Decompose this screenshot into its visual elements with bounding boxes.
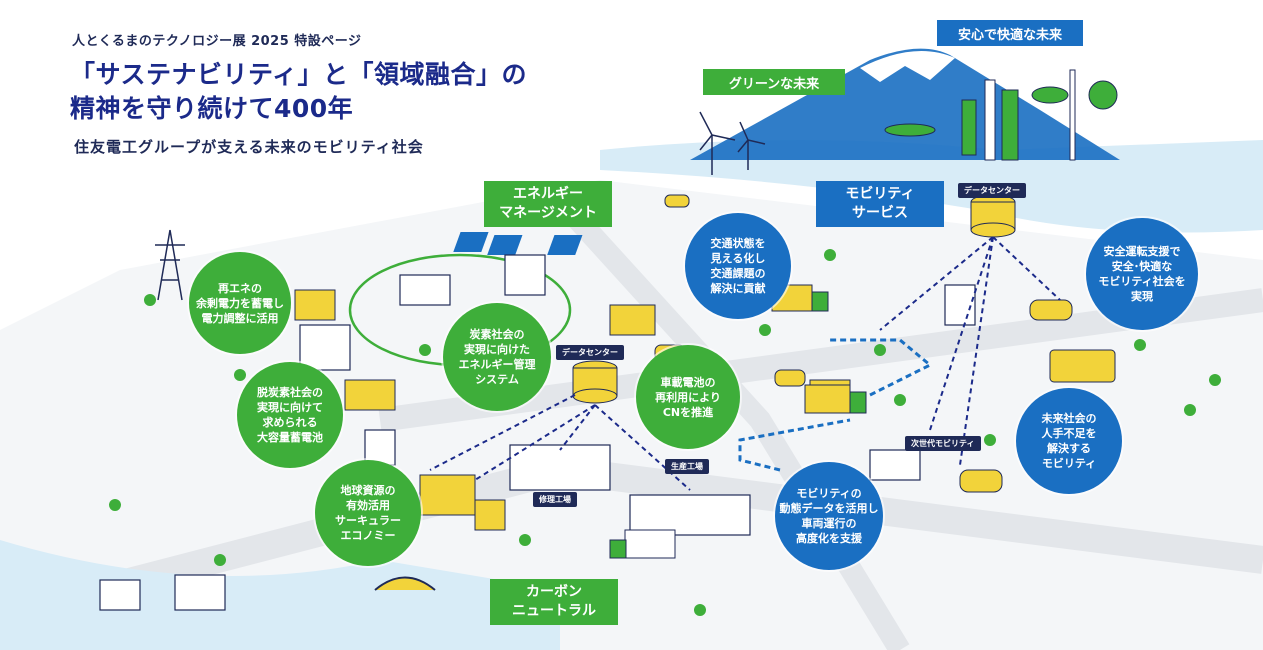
tag-production-plant: 生産工場 [665,459,709,474]
circle-labor-shortage[interactable]: 未来社会の 人手不足を 解決する モビリティ [1016,388,1122,494]
data-center-2 [970,194,1016,238]
data-center-1 [572,360,618,404]
river [0,540,560,650]
wind-turbines [699,111,766,175]
buildings [99,254,976,611]
label-safe-future-text: 安心で快適な未来 [957,27,1062,43]
header-subtitle: 人とくるまのテクノロジー展 2025 特設ページ [72,34,362,49]
label-carbon-neutral[interactable]: カーボン ニュートラル [490,579,618,625]
circle-battery-storage-text: 脱炭素社会の 実現に向けて 求められる 大容量蓄電池 [257,386,323,444]
circle-traffic[interactable]: 交通状態を 見える化し 交通課題の 解決に貢献 [685,213,791,319]
tag-data-center-2: データセンター [958,183,1026,198]
mountain-snow [860,50,955,82]
page-lead: 住友電工グループが支える未来のモビリティ社会 [74,138,424,156]
data-links [429,236,1061,491]
power-tower [155,229,185,301]
circle-circular-economy[interactable]: 地球資源の 有効活用 サーキュラー エコノミー [315,460,421,566]
bus [1049,349,1116,383]
label-mobility-service[interactable]: モビリティ サービス [816,181,944,227]
label-safe-future[interactable]: 安心で快適な未来 [937,20,1083,46]
page-title-line2: 精神を守り続けて400年 [70,94,354,123]
circle-ev-battery-text: 車載電池の 再利用により CNを推進 [655,375,721,419]
circle-vehicle-data-text: モビリティの 動態データを活用し 車両運行の 高度化を支援 [779,487,879,545]
bridge [374,576,436,591]
circle-battery-storage[interactable]: 脱炭素社会の 実現に向けて 求められる 大容量蓄電池 [237,362,343,468]
circle-circular-economy-text: 地球資源の 有効活用 サーキュラー エコノミー [335,484,401,542]
label-green-future-text: グリーンな未来 [728,76,820,92]
label-green-future[interactable]: グリーンな未来 [703,69,845,95]
circle-energy-system[interactable]: 炭素社会の 実現に向けた エネルギー管理 システム [443,303,551,411]
solar-panels [453,232,583,255]
page-title-line1: 「サステナビリティ」と「領域融合」の [70,60,528,89]
circle-safe-driving-text: 安全運転支援で 安全･快適な モビリティ社会を 実現 [1098,245,1186,303]
label-carbon-neutral-text: カーボン ニュートラル [512,584,596,619]
label-mobility-service-text: モビリティ サービス [845,186,915,221]
circle-traffic-text: 交通状態を 見える化し 交通課題の 解決に貢献 [710,237,766,295]
circle-ev-battery[interactable]: 車載電池の 再利用により CNを推進 [636,345,740,449]
mobility-route [738,338,933,472]
tag-repair-plant: 修理工場 [533,492,577,507]
future-city [884,69,1118,161]
tag-next-gen-mobility: 次世代モビリティ [905,436,981,451]
circle-labor-shortage-text: 未来社会の 人手不足を 解決する モビリティ [1041,412,1097,470]
label-energy-management-text: エネルギー マネージメント [499,186,597,221]
circle-safe-driving[interactable]: 安全運転支援で 安全･快適な モビリティ社会を 実現 [1086,218,1198,330]
circle-vehicle-data[interactable]: モビリティの 動態データを活用し 車両運行の 高度化を支援 [775,462,883,570]
road-cross [551,192,910,650]
trees [109,249,1221,616]
trucks [609,284,867,559]
label-energy-management[interactable]: エネルギー マネージメント [484,181,612,227]
circle-renewable[interactable]: 再エネの 余剰電力を蓄電し 電力調整に活用 [189,252,291,354]
page-title: 「サステナビリティ」と「領域融合」の 精神を守り続けて400年 [70,58,527,126]
circle-renewable-text: 再エネの 余剰電力を蓄電し 電力調整に活用 [196,281,284,325]
circle-energy-system-text: 炭素社会の 実現に向けた エネルギー管理 システム [458,328,536,386]
tag-data-center-1: データセンター [556,345,624,360]
